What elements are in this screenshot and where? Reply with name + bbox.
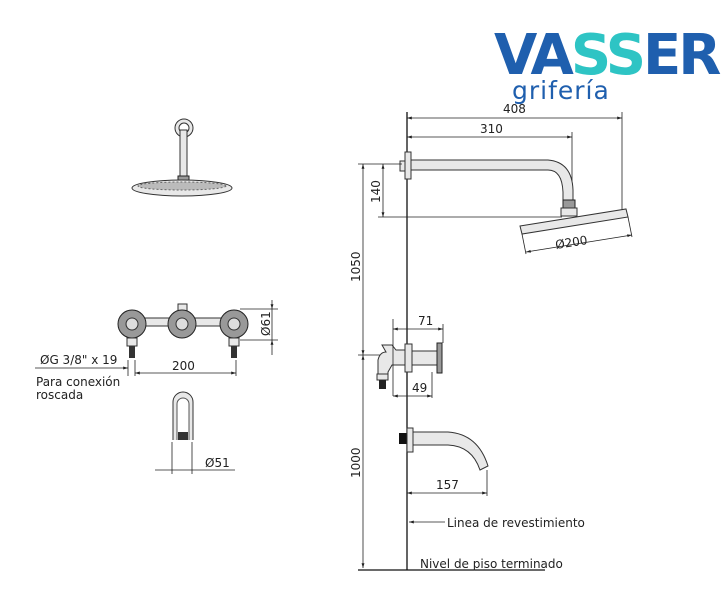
valve-handle-center-icon [167, 309, 197, 339]
valve-handle-right-icon [219, 309, 249, 339]
floor-level-label: Nivel de piso terminado [420, 557, 563, 571]
dim-spout-length: 157 [436, 478, 459, 492]
dim-connection: ØG 3/8" x 19 [40, 353, 117, 367]
svg-text:VASSER: VASSER [494, 23, 720, 88]
dim-shower-height: 1050 [349, 251, 363, 282]
dim-total-width: 408 [503, 102, 526, 116]
logo-subtitle: grifería [512, 76, 610, 105]
wall-line-label: Linea de revestimiento [447, 516, 585, 530]
connection-note-line1: Para conexión [36, 375, 120, 389]
dim-valve-spacing: 200 [172, 359, 195, 373]
spout-front-view: Ø51 [155, 391, 235, 474]
shower-head-front-view [131, 118, 233, 197]
connection-note-line2: roscada [36, 388, 83, 402]
valves-front-view: Ø61 200 ØG 3/8" x 19 Para conexión rosca… [35, 300, 278, 402]
side-view: 408 310 Ø200 140 1050 1000 [349, 102, 633, 571]
dim-arm-drop: 140 [369, 180, 383, 203]
dim-head-diameter: Ø200 [554, 233, 588, 252]
dim-valve-body: 49 [412, 381, 427, 395]
vasser-logo: VASSER grifería [494, 23, 723, 105]
dim-arm-length: 310 [480, 122, 503, 136]
dim-valve-height: 1000 [349, 447, 363, 478]
dim-handle-diameter: Ø61 [259, 311, 273, 336]
dim-valve-depth: 71 [418, 314, 433, 328]
dim-spout-diameter: Ø51 [205, 456, 230, 470]
valve-handle-left-icon [117, 309, 147, 339]
